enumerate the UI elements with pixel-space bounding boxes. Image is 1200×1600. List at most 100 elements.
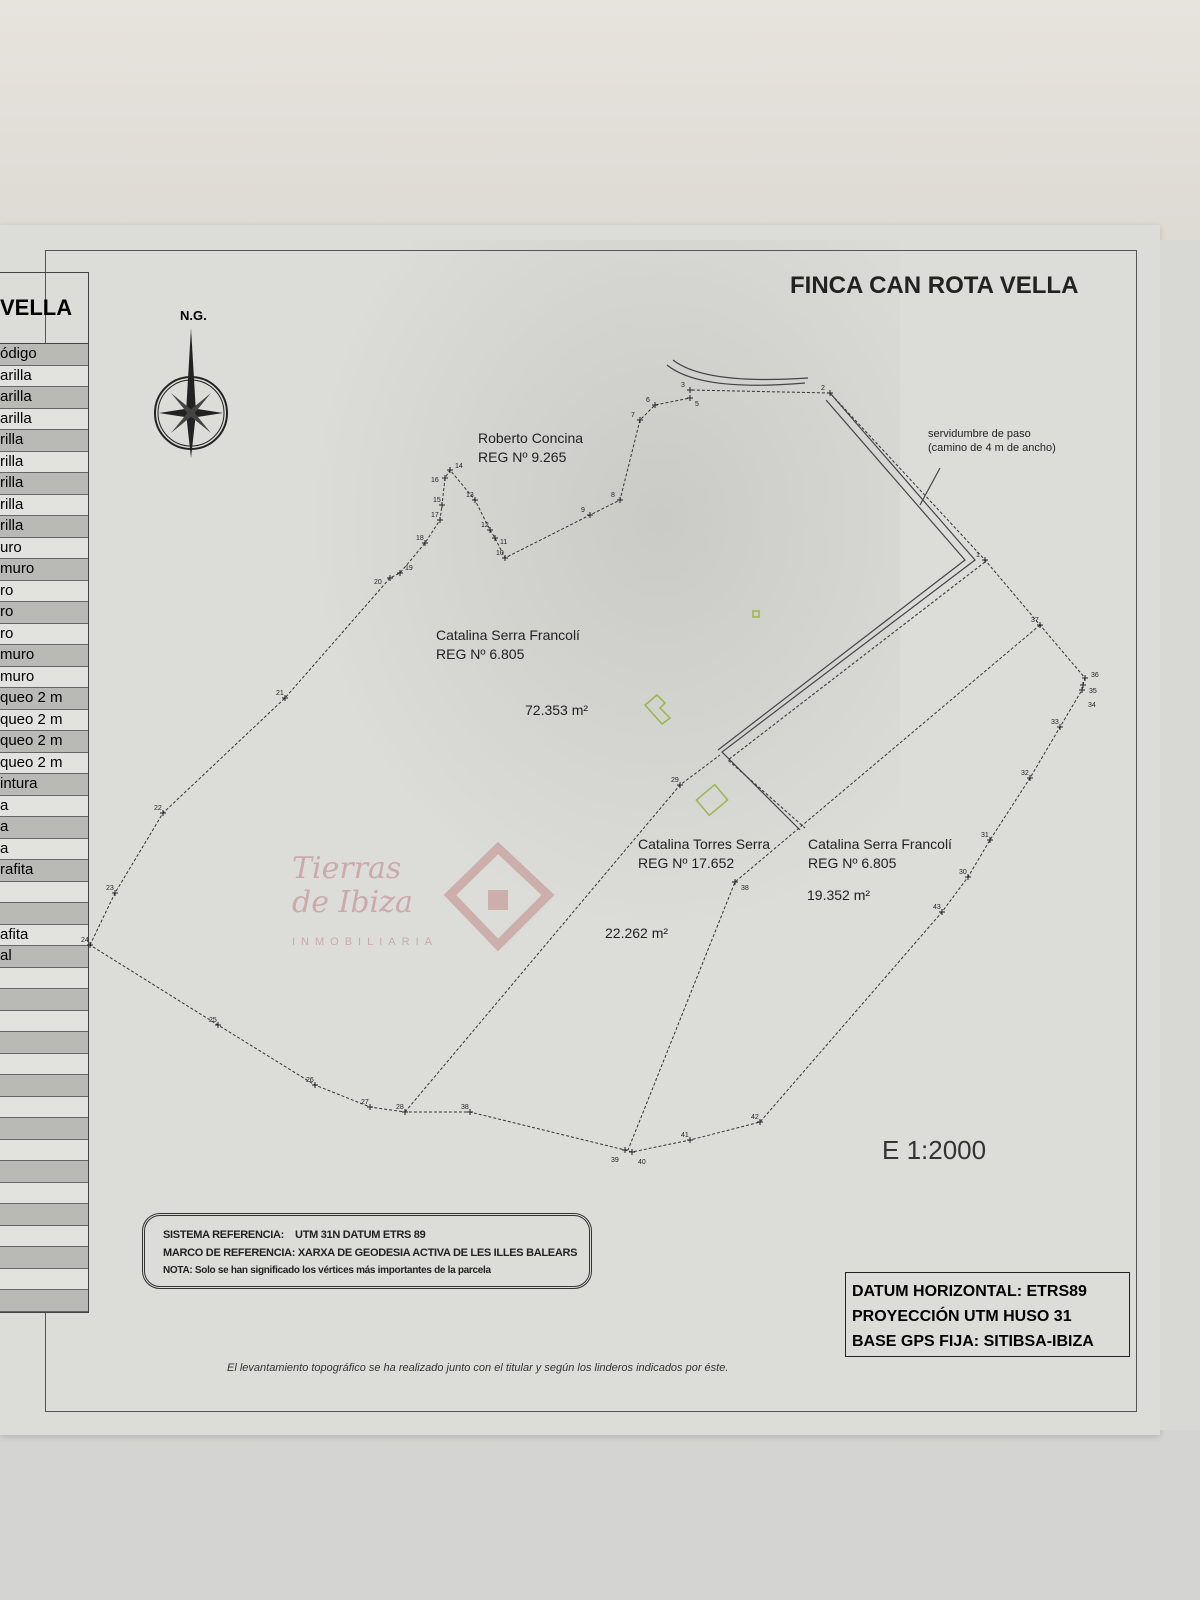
vertex-label: 34: [1088, 702, 1096, 709]
vertex-label: 28: [396, 1104, 404, 1111]
parcel-boundary: [89, 389, 1086, 1153]
vertex-label: 2: [821, 385, 825, 392]
vertex-label: 40: [638, 1159, 646, 1166]
vertex-label: 39: [611, 1157, 619, 1164]
legend-table-row: muro: [0, 559, 88, 581]
vertex-marker: [439, 502, 445, 508]
vertex-label: 5: [695, 401, 699, 408]
vertex-label: 43: [933, 904, 941, 911]
legend-table-row: queo 2 m: [0, 731, 88, 753]
legend-table-row: rilla: [0, 430, 88, 452]
legend-table-row: ódigo: [0, 344, 88, 366]
legend-table-row: queo 2 m: [0, 752, 88, 774]
vertex-label: 27: [361, 1099, 369, 1106]
vertex-marker: [1080, 682, 1086, 688]
vertex-marker: [1027, 775, 1033, 781]
vertex-label: 18: [416, 535, 424, 542]
legend-table-row: a: [0, 838, 88, 860]
vertex-label: 26: [306, 1077, 314, 1084]
vertex-label: 16: [431, 477, 439, 484]
vertex-label: 32: [1021, 770, 1029, 777]
vertex-label: 21: [276, 690, 284, 697]
vertex-label: 3: [681, 382, 685, 389]
legend-table-row: afita: [0, 924, 88, 946]
vertex-label: 8: [611, 492, 615, 499]
vertex-label: 23: [106, 885, 114, 892]
buildings: [643, 610, 760, 817]
vertex-label: 37: [1031, 617, 1039, 624]
vertex-marker: [1079, 687, 1085, 693]
legend-table-row: arilla: [0, 365, 88, 387]
vertex-marker: [587, 512, 593, 518]
vertex-label: 17: [431, 512, 439, 519]
vertex-label: 25: [209, 1017, 217, 1024]
legend-table-row: muro: [0, 666, 88, 688]
easement-pointer: [919, 467, 941, 506]
building: [752, 610, 760, 618]
legend-table-row: arilla: [0, 408, 88, 430]
vertex-marker: [397, 570, 403, 576]
vertex-label: 38: [741, 885, 749, 892]
vertex-marker: [1082, 675, 1088, 681]
vertex-label: 42: [751, 1114, 759, 1121]
vertex-label: 29: [671, 777, 679, 784]
vertex-label: 7: [631, 412, 635, 419]
vertex-marker: [622, 1147, 628, 1153]
road: [666, 359, 986, 831]
legend-table-row: queo 2 m: [0, 688, 88, 710]
easement-label: servidumbre de paso(camino de 4 m de anc…: [928, 428, 1056, 454]
legend-table-row: [0, 967, 88, 989]
scale-label: E 1:2000: [882, 1135, 987, 1165]
legend-table-row: rilla: [0, 516, 88, 538]
vertex-marker: [987, 837, 993, 843]
legend-table-row: [0, 1053, 88, 1075]
vertex-marker: [939, 909, 945, 915]
vertex-marker: [387, 575, 393, 581]
legend-table-row: a: [0, 817, 88, 839]
parcel-area: 22.262 m²: [605, 925, 669, 941]
vertex-marker: [677, 782, 683, 788]
vertex-marker: [87, 942, 93, 948]
vertex-marker: [629, 1149, 635, 1155]
vertex-marker: [442, 475, 448, 481]
legend-table-row: intura: [0, 774, 88, 796]
watermark-subtitle: INMOBILIARIA: [292, 936, 438, 948]
legend-table-row: [0, 989, 88, 1011]
north-label: N.G.: [180, 308, 207, 323]
legend-table-row: al: [0, 946, 88, 968]
legend-table-row: rilla: [0, 473, 88, 495]
vertex-marker: [687, 387, 693, 393]
vertex-marker: [422, 540, 428, 546]
legend-table-row: [0, 1247, 88, 1269]
vertex-label: 13: [466, 492, 474, 499]
legend-table-row: [0, 1204, 88, 1226]
vertex-label: 1: [976, 552, 980, 559]
vertex-label: 35: [1089, 688, 1097, 695]
vertex-label: 38: [461, 1104, 469, 1111]
vertex-marker: [467, 1109, 473, 1115]
vertex-label: 31: [981, 832, 989, 839]
legend-table-row: rafita: [0, 860, 88, 882]
legend-table-row: [0, 1010, 88, 1032]
vertex-marker: [982, 557, 988, 563]
legend-table-row: [0, 1182, 88, 1204]
vertex-marker: [757, 1119, 763, 1125]
legend-table-row: muro: [0, 645, 88, 667]
legend-table-row: ro: [0, 602, 88, 624]
legend-table-row: [0, 881, 88, 903]
vertex-marker: [437, 517, 443, 523]
vertex-marker: [215, 1022, 221, 1028]
legend-table-row: rilla: [0, 451, 88, 473]
watermark-logo-icon: [443, 841, 555, 952]
vertex-label: 22: [154, 805, 162, 812]
vertex-marker: [1057, 724, 1063, 730]
vertex-marker: [447, 467, 453, 473]
legend-table-row: [0, 1096, 88, 1118]
legend-table-row: uro: [0, 537, 88, 559]
